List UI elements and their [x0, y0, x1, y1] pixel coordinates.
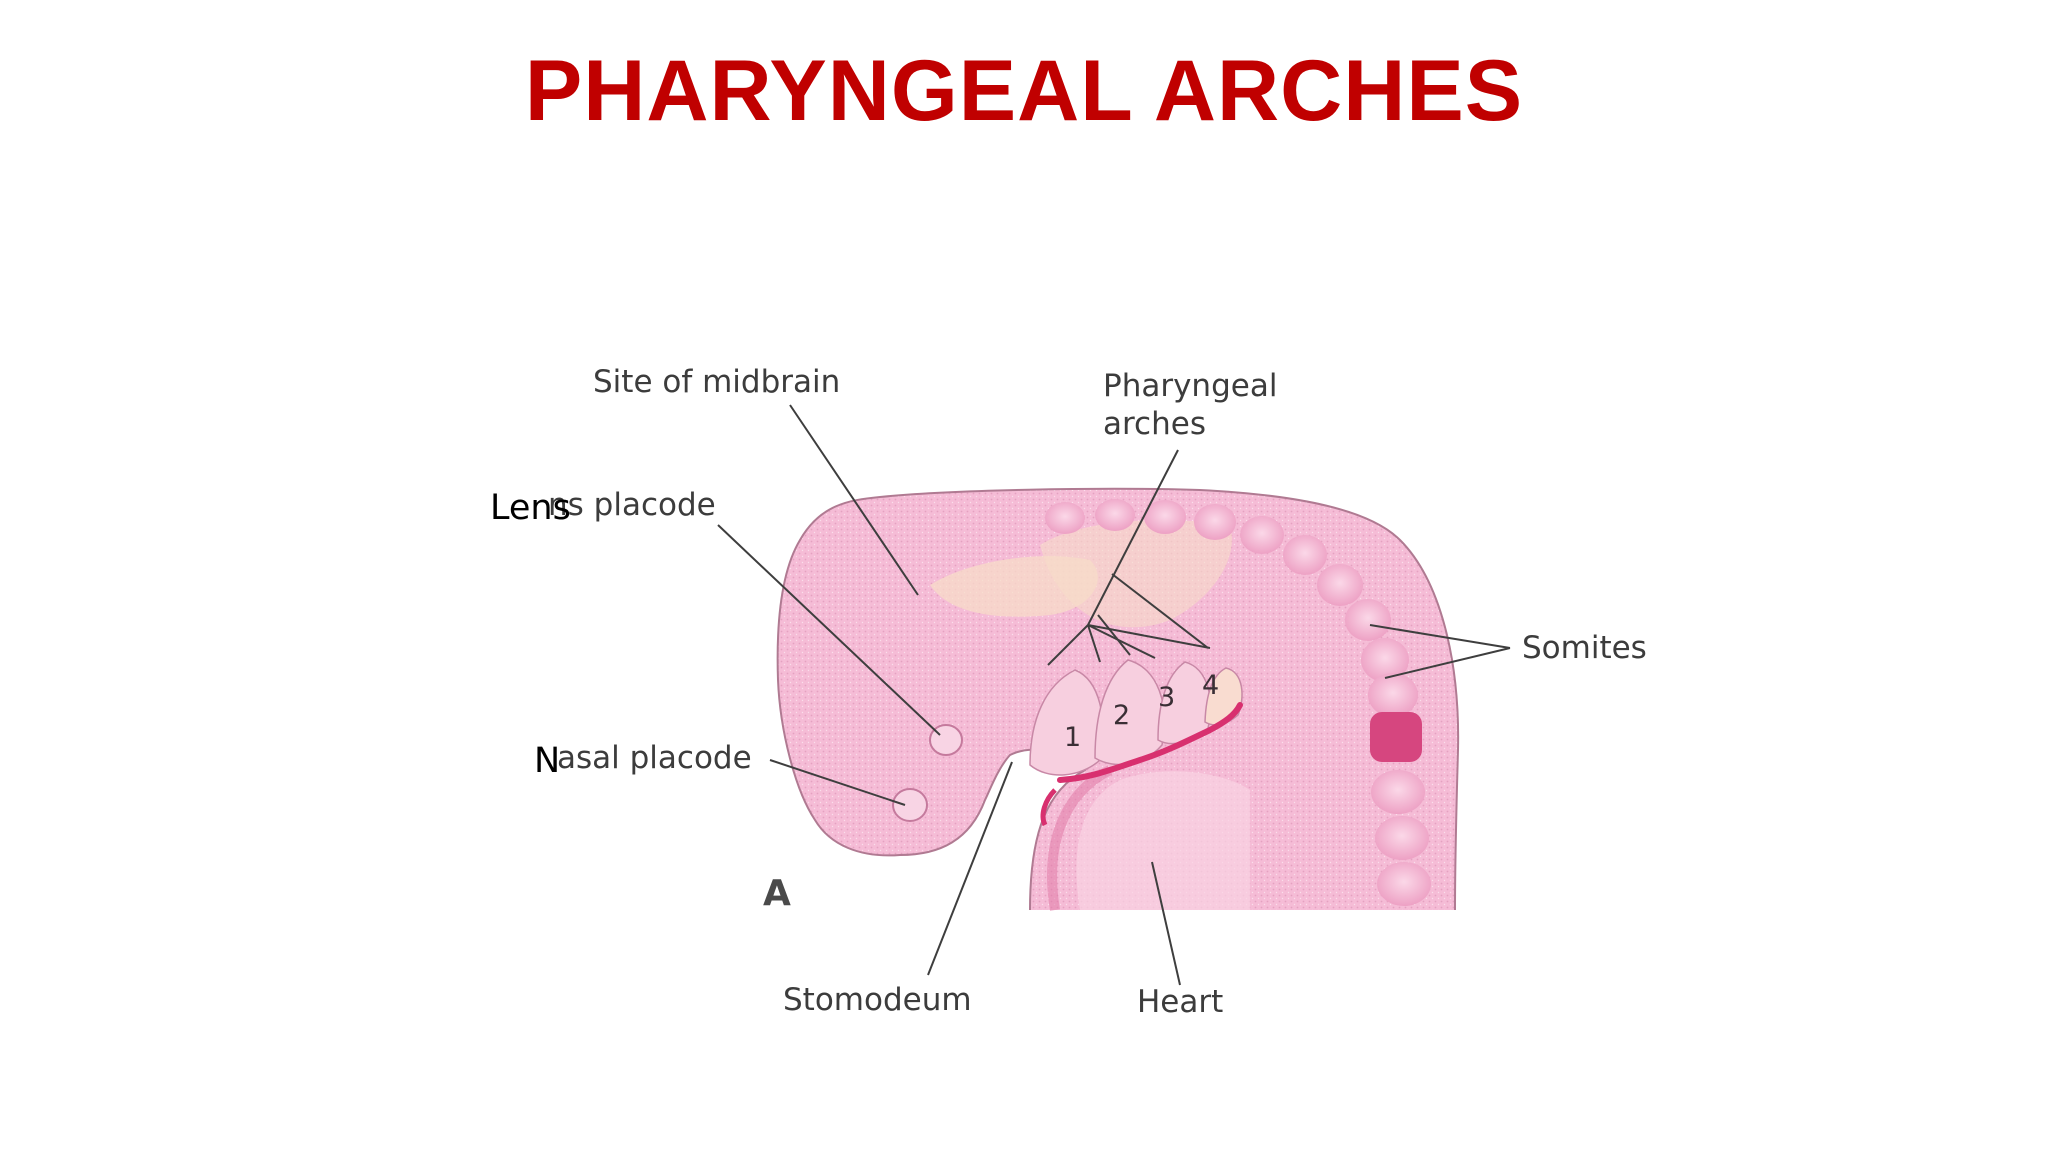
arch-number-1: 1 — [1064, 722, 1081, 753]
leader-lines — [717, 404, 1511, 986]
label-nasal-placode-fragment: asal placode — [557, 740, 752, 776]
arch-number-4: 4 — [1202, 670, 1219, 701]
label-nasal-overlay: N — [534, 741, 560, 781]
label-heart: Heart — [1137, 984, 1223, 1020]
dark-somite — [1370, 712, 1422, 762]
label-lens-placode-fragment: ns placode — [548, 487, 716, 523]
label-somites: Somites — [1522, 630, 1647, 666]
arch-groove — [1057, 702, 1243, 783]
label-stomodeum: Stomodeum — [783, 982, 972, 1018]
arch-number-3: 3 — [1158, 682, 1175, 713]
label-pharyngeal-arches-line2: arches — [1103, 406, 1206, 442]
pharyngeal-arches — [1029, 659, 1243, 827]
nasal-placode — [892, 788, 928, 822]
somite-row — [1045, 499, 1431, 906]
heart-bulge — [1076, 771, 1250, 910]
panel-letter: A — [763, 873, 791, 914]
arch-number-2: 2 — [1113, 700, 1130, 731]
label-lens-overlay: Lens — [490, 488, 571, 528]
slide-title: PHARYNGEAL ARCHES — [524, 43, 1524, 139]
label-site-of-midbrain: Site of midbrain — [593, 364, 840, 400]
label-pharyngeal-arches-line1: Pharyngeal — [1103, 368, 1277, 404]
